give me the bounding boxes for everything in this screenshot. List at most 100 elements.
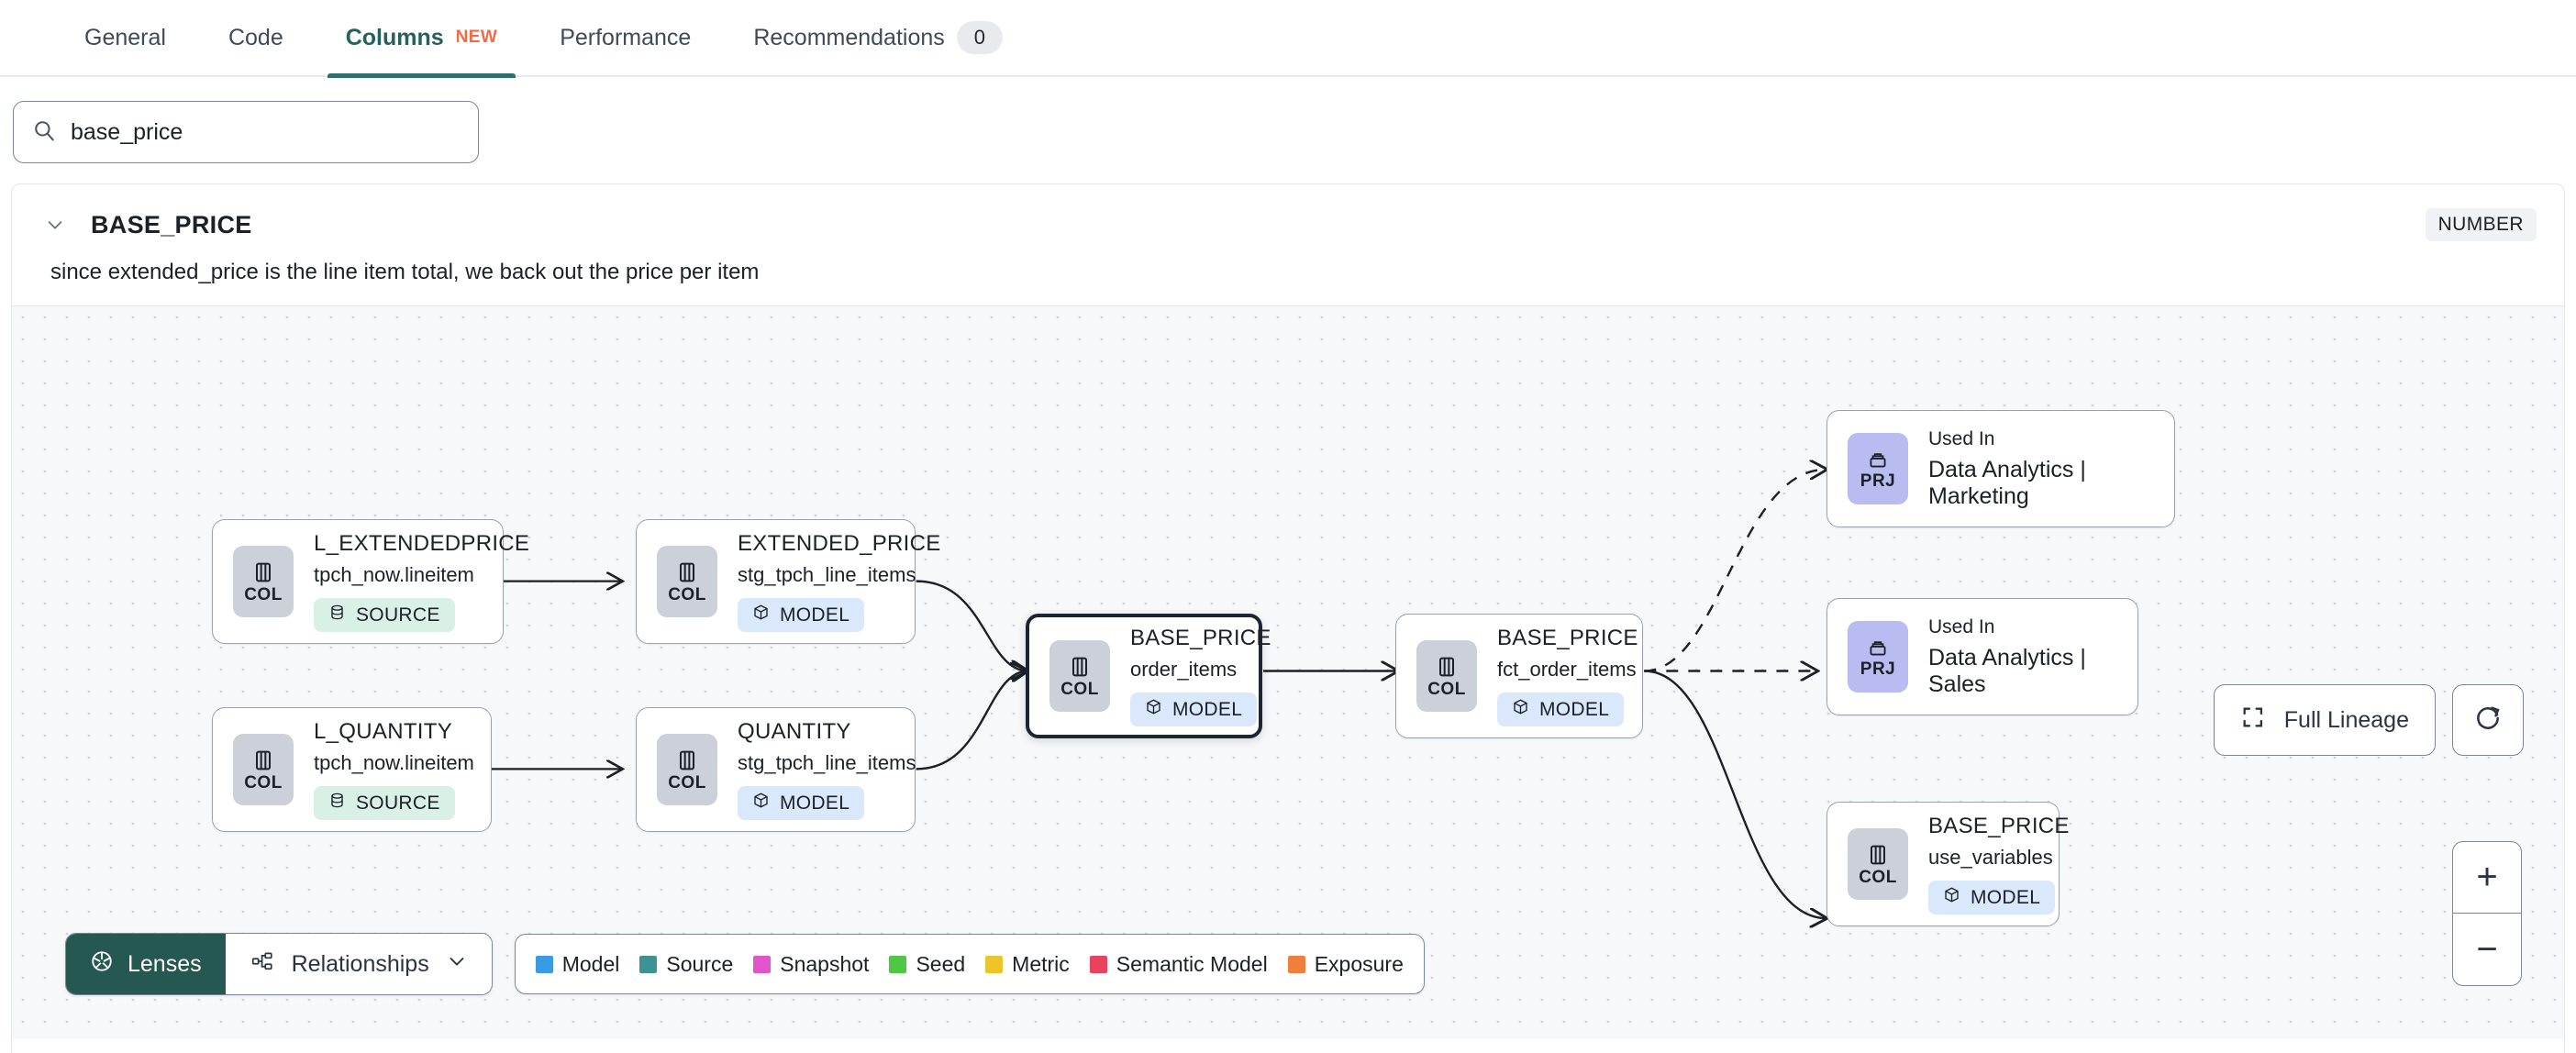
node-kind-label: COL: [1060, 680, 1099, 699]
legend-swatch: [1089, 955, 1107, 973]
lineage-canvas[interactable]: COL L_EXTENDEDPRICE tpch_now.lineitem SO…: [12, 305, 2564, 1039]
lineage-node-base-price-use-variables[interactable]: COL BASE_PRICE use_variables MODEL: [1827, 802, 2069, 926]
node-type-pill: SOURCE: [314, 786, 455, 820]
lineage-edges: [482, 306, 2564, 1039]
legend-item-metric: Metric: [985, 952, 1070, 977]
tab-columns[interactable]: Columns NEW: [315, 0, 528, 78]
tab-general[interactable]: General: [53, 0, 197, 76]
legend-item-source: Source: [639, 952, 733, 977]
tab-new-badge: NEW: [455, 28, 498, 47]
column-icon: COL: [657, 546, 717, 617]
node-title: L_EXTENDEDPRICE: [314, 531, 530, 556]
lineage-node-extended-price[interactable]: COL EXTENDED_PRICE stg_tpch_line_items M…: [636, 519, 940, 644]
node-title: BASE_PRICE: [1497, 626, 1638, 650]
lenses-label: Lenses: [128, 950, 202, 977]
node-kind-label: PRJ: [1860, 660, 1896, 679]
lenses-button[interactable]: Lenses: [66, 934, 226, 994]
lineage-node-quantity[interactable]: COL QUANTITY stg_tpch_line_items MODEL: [636, 707, 916, 832]
tab-label: Code: [228, 24, 283, 50]
full-lineage-label: Full Lineage: [2283, 706, 2409, 733]
chevron-down-icon[interactable]: [39, 209, 71, 240]
tab-label: Columns: [345, 24, 444, 50]
lineage-node-project-marketing[interactable]: PRJ Used In Data Analytics | Marketing: [1827, 410, 2175, 527]
legend-swatch: [753, 955, 772, 973]
zoom-controls[interactable]: + −: [2452, 841, 2522, 986]
node-used-in-label: Used In: [1928, 427, 1995, 449]
node-subtitle: tpch_now.lineitem: [314, 563, 474, 586]
graph-icon: [250, 949, 275, 980]
project-icon: PRJ: [1848, 433, 1908, 504]
tab-code[interactable]: Code: [197, 0, 315, 76]
tab-label: Performance: [560, 24, 692, 50]
node-kind-label: COL: [1859, 868, 1897, 887]
legend-swatch: [535, 955, 553, 973]
column-icon: COL: [233, 546, 294, 617]
legend-item-seed: Seed: [889, 952, 965, 977]
node-kind-label: COL: [244, 773, 283, 793]
lineage-node-project-sales[interactable]: PRJ Used In Data Analytics | Sales: [1827, 598, 2138, 715]
search-box[interactable]: [13, 101, 479, 163]
column-icon: COL: [1049, 640, 1110, 712]
lineage-node-base-price-fct-order-items[interactable]: COL BASE_PRICE fct_order_items MODEL: [1395, 614, 1643, 738]
database-icon: [328, 792, 346, 815]
node-kind-label: COL: [668, 585, 706, 604]
column-type-badge: NUMBER: [2425, 208, 2537, 241]
refresh-icon: [2473, 704, 2503, 737]
expand-icon: [2240, 704, 2266, 737]
node-kind-label: PRJ: [1860, 471, 1896, 491]
legend-swatch: [889, 955, 907, 973]
column-detail-panel: BASE_PRICE NUMBER since extended_price i…: [11, 183, 2565, 1053]
node-subtitle: fct_order_items: [1497, 658, 1637, 681]
relationships-button[interactable]: Relationships: [225, 934, 492, 994]
cube-icon: [1943, 886, 1960, 909]
node-subtitle: use_variables: [1928, 846, 2053, 869]
zoom-in-button[interactable]: +: [2453, 842, 2521, 914]
full-lineage-button[interactable]: Full Lineage: [2213, 684, 2436, 756]
node-type-pill: MODEL: [738, 786, 865, 820]
tab-label: General: [84, 24, 166, 50]
tab-bar: General Code Columns NEW Performance Rec…: [0, 0, 2576, 78]
refresh-button[interactable]: [2452, 684, 2524, 756]
lenses-relationships-group: Lenses Relationships: [65, 933, 493, 995]
node-title: L_QUANTITY: [314, 719, 453, 744]
zoom-out-button[interactable]: −: [2476, 928, 2498, 970]
node-kind-label: COL: [668, 773, 706, 793]
column-header: BASE_PRICE NUMBER: [12, 184, 2564, 250]
legend-label: Metric: [1012, 951, 1070, 976]
legend-label: Semantic Model: [1116, 951, 1268, 976]
recommendations-count-badge: 0: [956, 21, 1004, 54]
node-type-pill: SOURCE: [314, 598, 455, 632]
node-kind-label: COL: [1427, 680, 1466, 699]
node-pill-label: MODEL: [1172, 698, 1243, 720]
node-type-pill: MODEL: [1130, 693, 1258, 726]
legend-swatch: [985, 955, 1004, 973]
column-icon: COL: [1416, 640, 1477, 712]
node-title: QUANTITY: [738, 719, 851, 744]
node-type-pill: MODEL: [1497, 693, 1625, 726]
lineage-node-l-quantity[interactable]: COL L_QUANTITY tpch_now.lineitem SOURCE: [212, 707, 492, 832]
node-subtitle: stg_tpch_line_items: [738, 751, 916, 774]
cube-icon: [752, 792, 770, 815]
node-title: BASE_PRICE: [1130, 626, 1271, 650]
lineage-node-base-price-order-items[interactable]: COL BASE_PRICE order_items MODEL: [1026, 614, 1271, 738]
legend-item-semantic-model: Semantic Model: [1089, 951, 1268, 977]
legend-swatch: [1287, 955, 1305, 973]
relationships-label: Relationships: [291, 950, 429, 977]
lineage-node-l-extendedprice[interactable]: COL L_EXTENDEDPRICE tpch_now.lineitem SO…: [212, 519, 529, 644]
legend-label: Model: [561, 951, 620, 976]
node-kind-label: COL: [244, 585, 283, 604]
cube-icon: [1145, 698, 1162, 721]
node-pill-label: SOURCE: [356, 604, 440, 626]
legend-label: Snapshot: [780, 951, 870, 976]
tab-performance[interactable]: Performance: [528, 0, 722, 76]
canvas-toolbar: Lenses Relationships: [65, 933, 1425, 995]
tab-recommendations[interactable]: Recommendations 0: [722, 0, 1034, 76]
node-pill-label: MODEL: [780, 792, 850, 814]
node-title: BASE_PRICE: [1928, 814, 2070, 838]
node-type-legend: Model Source Snapshot Seed Metric: [514, 934, 1425, 994]
node-pill-label: MODEL: [780, 604, 850, 626]
node-subtitle: stg_tpch_line_items: [738, 563, 916, 586]
legend-swatch: [639, 955, 658, 973]
search-input[interactable]: [71, 118, 460, 146]
legend-label: Seed: [916, 951, 966, 976]
